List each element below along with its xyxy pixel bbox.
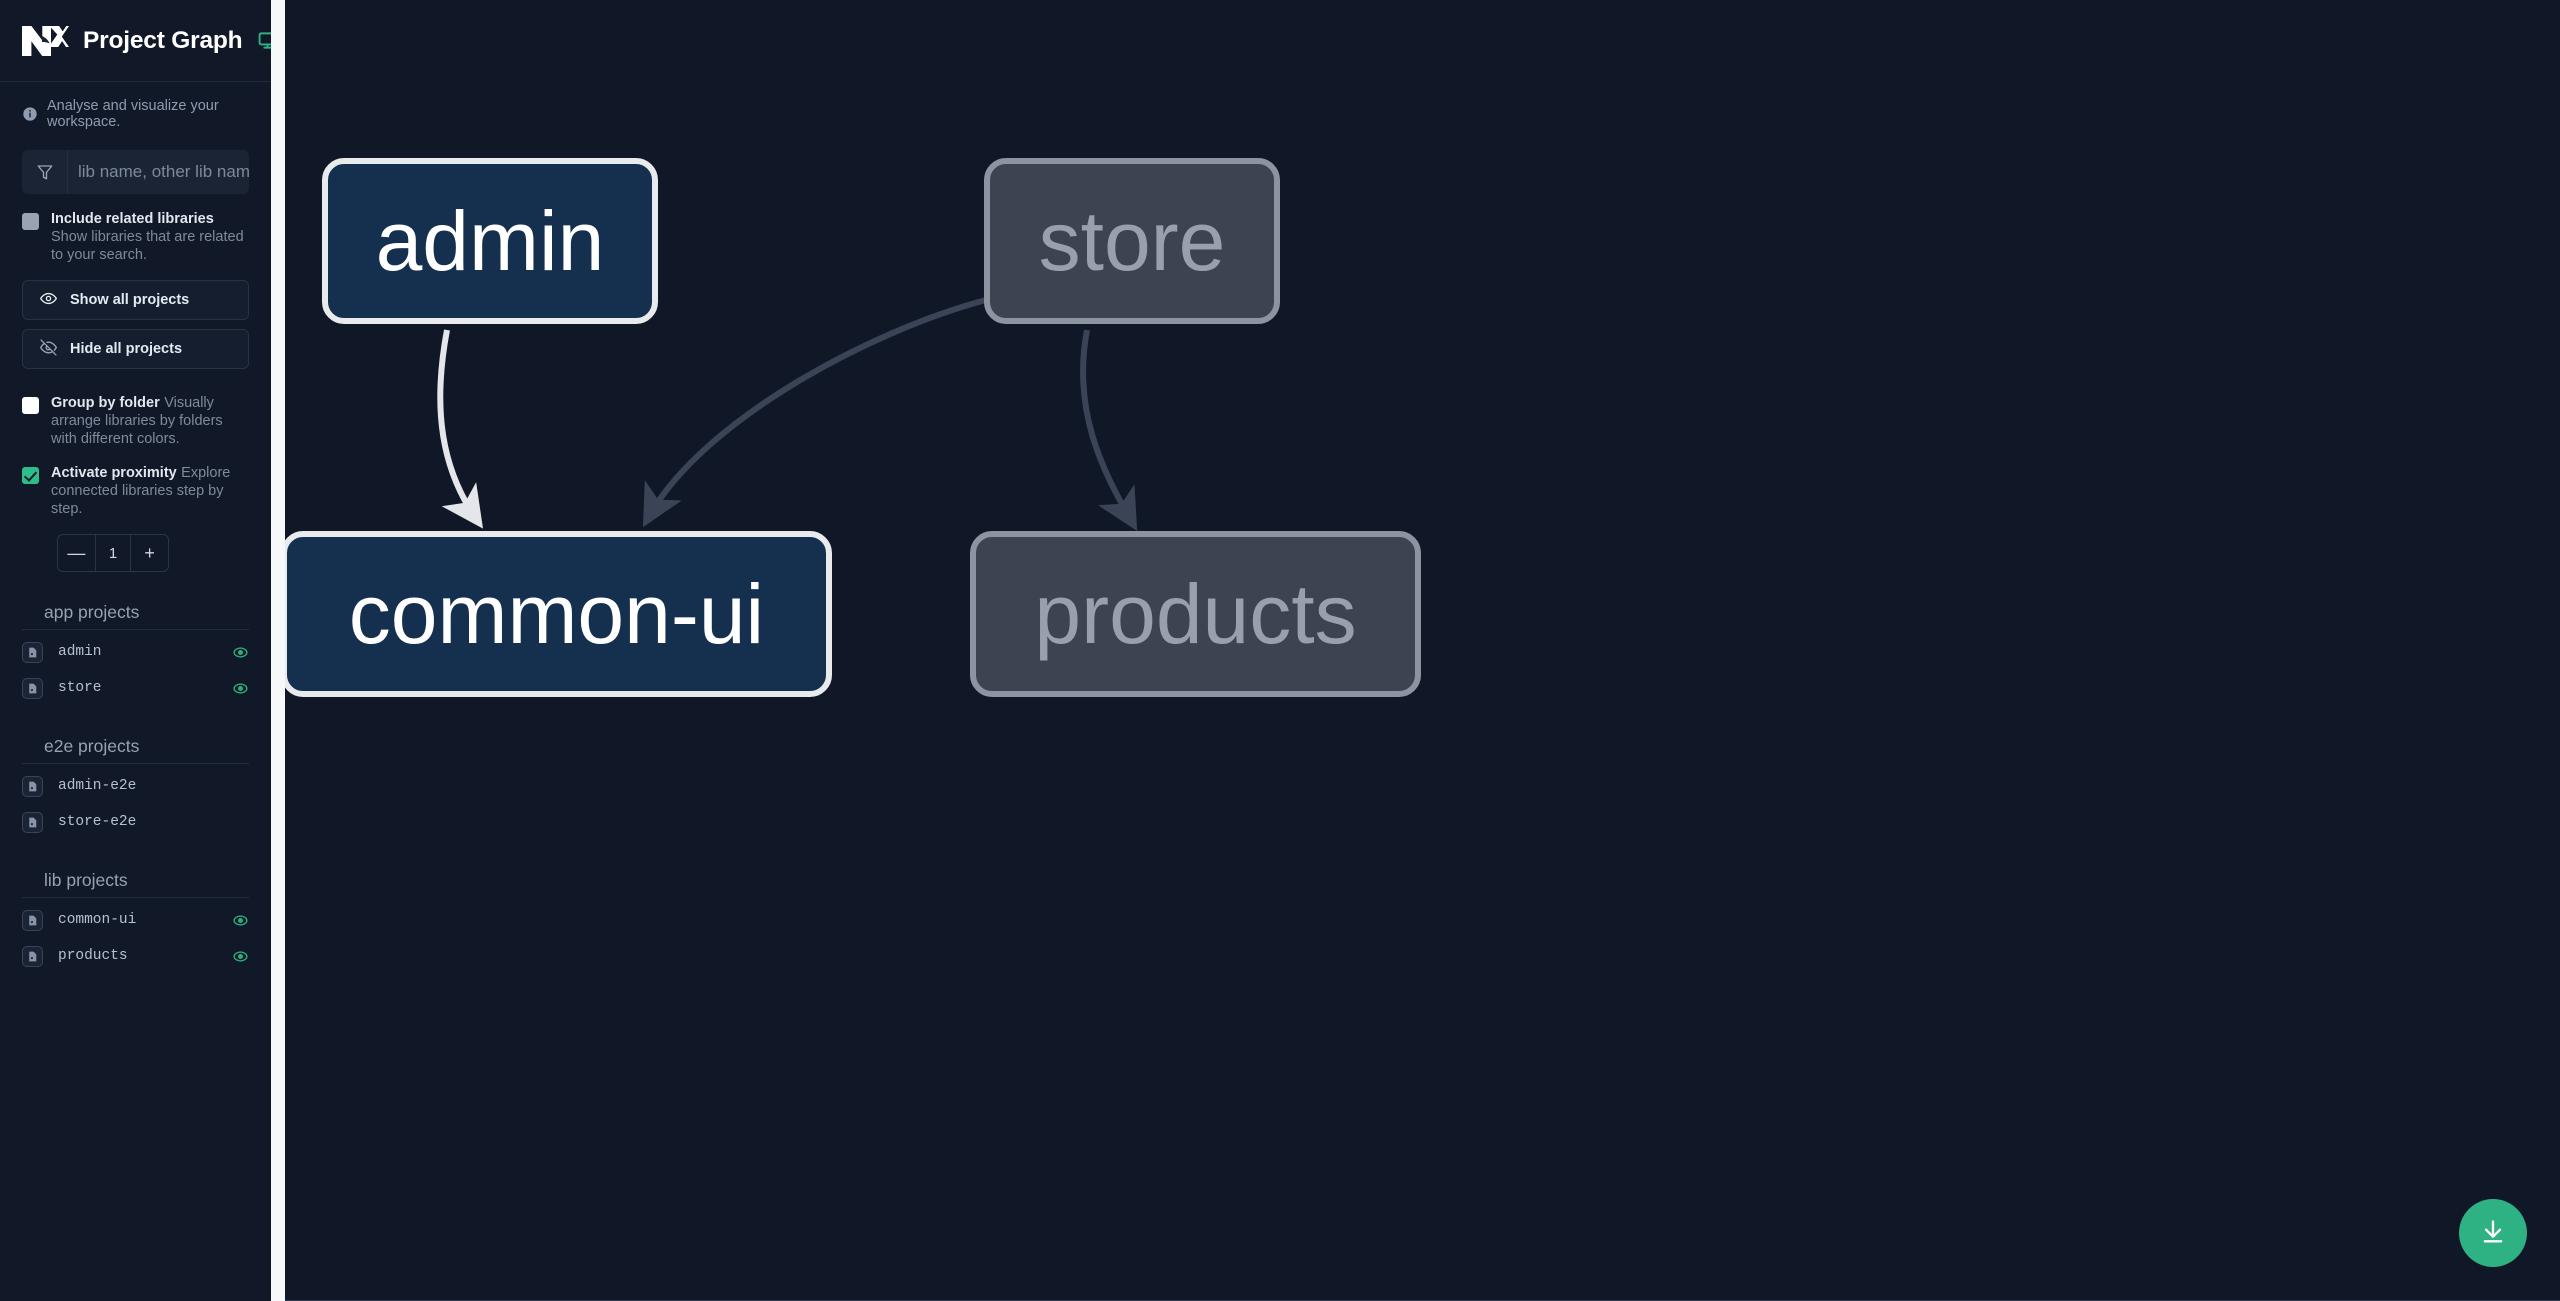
- project-name: admin-e2e: [58, 778, 137, 794]
- project-row-store-e2e[interactable]: store-e2e: [22, 804, 249, 840]
- option-label: Activate proximity: [51, 465, 177, 481]
- project-file-icon: [22, 909, 43, 931]
- info-icon: [22, 106, 38, 122]
- filter-funnel-icon: [22, 150, 68, 194]
- project-name: admin: [58, 644, 102, 660]
- option-description: Explore connected libraries step by step…: [51, 465, 231, 517]
- project-file-icon: [22, 775, 43, 797]
- project-file-icon: [22, 945, 43, 967]
- project-group-lib: lib projects common-ui: [0, 870, 271, 974]
- hide-all-projects-button[interactable]: Hide all projects: [22, 329, 249, 369]
- tagline-text: Analyse and visualize your workspace.: [47, 98, 219, 130]
- option-label: Include related libraries: [51, 211, 214, 227]
- edge-admin-to-common-ui: [437, 329, 484, 529]
- group-heading: app projects: [22, 602, 249, 630]
- project-name: store-e2e: [58, 814, 137, 830]
- project-file-icon: [22, 677, 43, 699]
- option-activate-proximity[interactable]: Activate proximity Explore connected lib…: [0, 448, 271, 518]
- graph-node-admin[interactable]: admin: [322, 158, 658, 324]
- option-group-by-folder[interactable]: Group by folder Visually arrange librari…: [0, 378, 271, 448]
- proximity-decrement-button[interactable]: —: [58, 535, 95, 571]
- project-row-store[interactable]: store: [22, 670, 249, 706]
- graph-edges: [437, 297, 1138, 532]
- edge-store-to-products: [1080, 329, 1138, 532]
- project-visibility-eye-icon[interactable]: [231, 644, 249, 661]
- proximity-increment-button[interactable]: +: [131, 535, 168, 571]
- sidebar-header: Project Graph: [0, 0, 271, 82]
- nx-logo-icon: [22, 22, 69, 60]
- search-box[interactable]: [22, 150, 249, 194]
- project-file-icon: [22, 811, 43, 833]
- project-visibility-eye-icon[interactable]: [231, 680, 249, 697]
- visibility-buttons: Show all projects Hide all projects: [0, 264, 271, 369]
- graph-node-label: store: [1038, 194, 1226, 288]
- project-row-admin[interactable]: admin: [22, 634, 249, 670]
- option-description: Visually arrange libraries by folders wi…: [51, 395, 223, 447]
- graph-node-label: admin: [375, 194, 605, 288]
- download-graph-button[interactable]: [2459, 1199, 2527, 1267]
- eye-icon: [40, 290, 57, 311]
- project-group-e2e: e2e projects admin-e2e: [0, 736, 271, 840]
- proximity-stepper: — 1 +: [57, 534, 169, 572]
- graph-node-label: products: [1034, 567, 1357, 661]
- project-name: store: [58, 680, 102, 696]
- activate-proximity-checkbox[interactable]: [22, 467, 39, 484]
- project-file-icon: [22, 641, 43, 663]
- graph-node-common-ui[interactable]: common-ui: [281, 531, 832, 697]
- sidebar: Project Graph Analyse and visualize your…: [0, 0, 272, 1301]
- project-row-products[interactable]: products: [22, 938, 249, 974]
- graph-node-products[interactable]: products: [970, 531, 1421, 697]
- download-icon: [2479, 1218, 2507, 1249]
- option-include-related[interactable]: Include related libraries Show libraries…: [0, 194, 271, 264]
- graph-canvas[interactable]: admin store common-ui products: [272, 0, 2560, 1301]
- group-heading: lib projects: [22, 870, 249, 898]
- graph-node-label: common-ui: [348, 567, 765, 661]
- project-visibility-eye-icon[interactable]: [231, 912, 249, 929]
- show-all-projects-label: Show all projects: [70, 292, 190, 308]
- search-section: [0, 130, 271, 194]
- eye-off-icon: [40, 338, 57, 360]
- include-related-checkbox[interactable]: [22, 213, 39, 230]
- graph-node-store[interactable]: store: [984, 158, 1280, 324]
- tagline: Analyse and visualize your workspace.: [0, 82, 271, 130]
- group-by-folder-checkbox[interactable]: [22, 397, 39, 414]
- hide-all-projects-label: Hide all projects: [70, 341, 183, 357]
- sidebar-resize-handle[interactable]: [271, 0, 285, 1301]
- group-heading: e2e projects: [22, 736, 249, 764]
- search-input[interactable]: [68, 150, 249, 194]
- project-visibility-eye-icon[interactable]: [231, 948, 249, 965]
- show-all-projects-button[interactable]: Show all projects: [22, 280, 249, 320]
- page-title: Project Graph: [83, 26, 243, 54]
- option-description: Show libraries that are related to your …: [51, 229, 244, 263]
- proximity-value: 1: [94, 535, 132, 571]
- project-row-common-ui[interactable]: common-ui: [22, 902, 249, 938]
- monitor-icon[interactable]: [258, 31, 271, 50]
- project-group-app: app projects admin: [0, 602, 271, 706]
- option-label: Group by folder: [51, 395, 160, 411]
- project-name: products: [58, 948, 128, 964]
- project-row-admin-e2e[interactable]: admin-e2e: [22, 768, 249, 804]
- edge-store-to-common-ui: [642, 297, 987, 528]
- project-name: common-ui: [58, 912, 137, 928]
